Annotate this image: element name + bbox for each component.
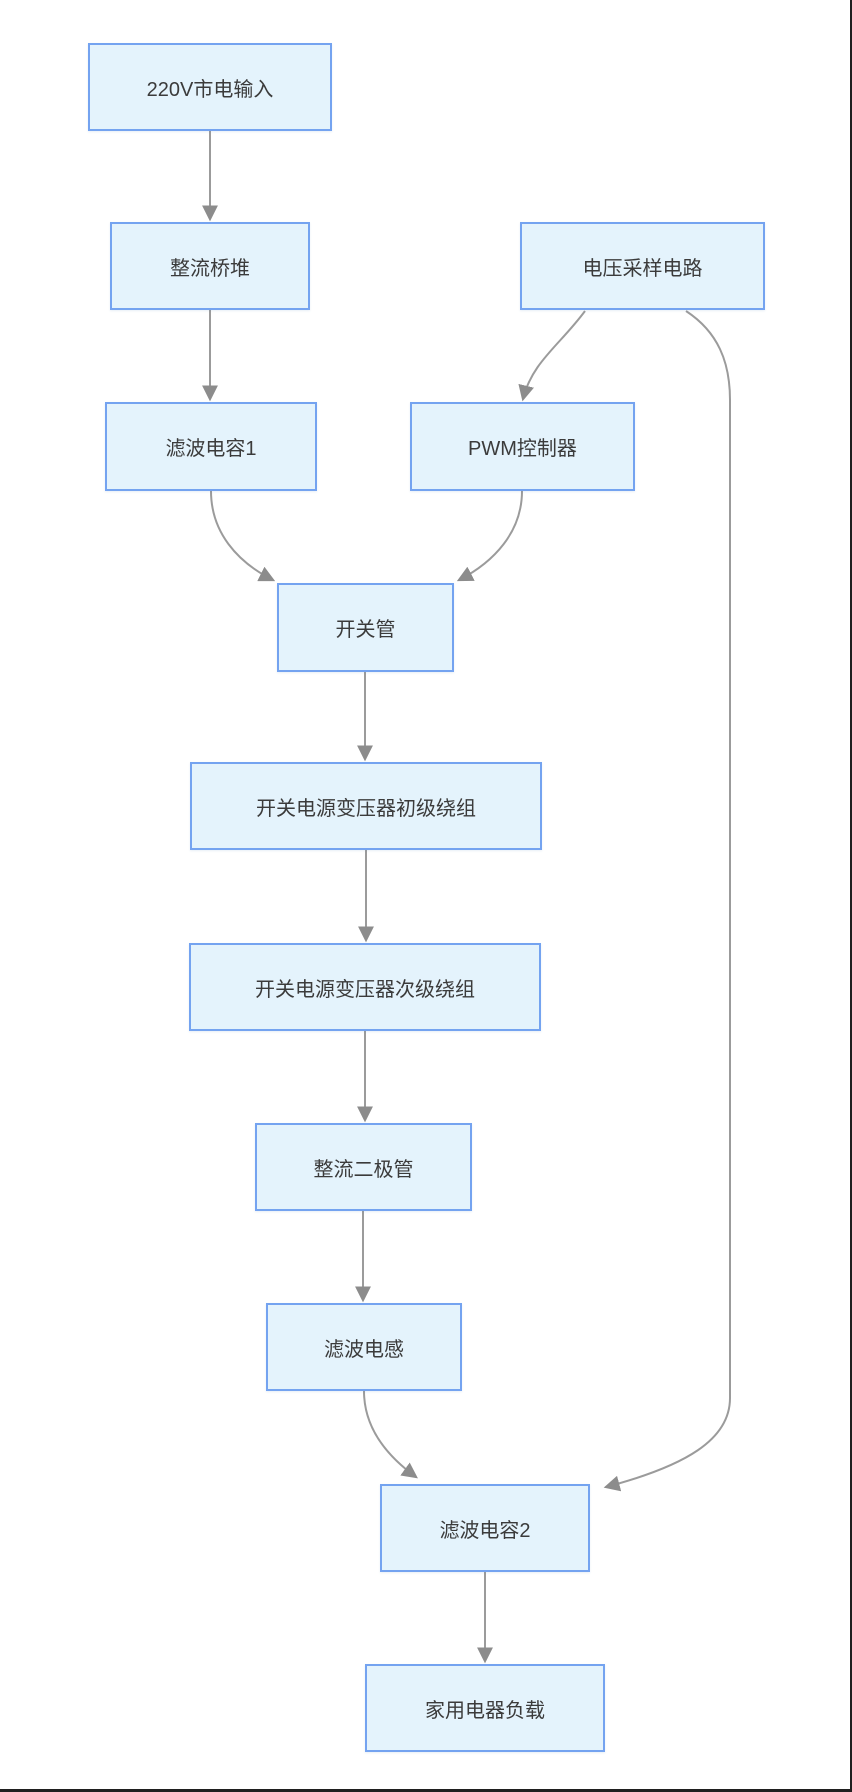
node-household-appliance-load: 家用电器负载: [365, 1664, 605, 1752]
node-rectifier-diode: 整流二极管: [255, 1123, 472, 1211]
node-filter-capacitor-1: 滤波电容1: [105, 402, 317, 491]
edge-pwm-to-switch: [456, 490, 523, 582]
edge-sampling-to-cap2: [603, 310, 731, 1492]
edge-cap1-to-switch: [210, 490, 276, 582]
edge-sampling-to-pwm: [518, 310, 586, 402]
node-switching-transistor: 开关管: [277, 583, 454, 672]
node-filter-inductor: 滤波电感: [266, 1303, 462, 1391]
node-rectifier-bridge: 整流桥堆: [110, 222, 310, 310]
node-transformer-secondary-winding: 开关电源变压器次级绕组: [189, 943, 541, 1031]
node-voltage-sampling-circuit: 电压采样电路: [520, 222, 765, 310]
node-transformer-primary-winding: 开关电源变压器初级绕组: [190, 762, 542, 850]
node-filter-capacitor-2: 滤波电容2: [380, 1484, 590, 1572]
edge-inductor-to-cap2: [363, 1390, 418, 1479]
node-220v-mains-input: 220V市电输入: [88, 43, 332, 131]
node-pwm-controller: PWM控制器: [410, 402, 635, 491]
